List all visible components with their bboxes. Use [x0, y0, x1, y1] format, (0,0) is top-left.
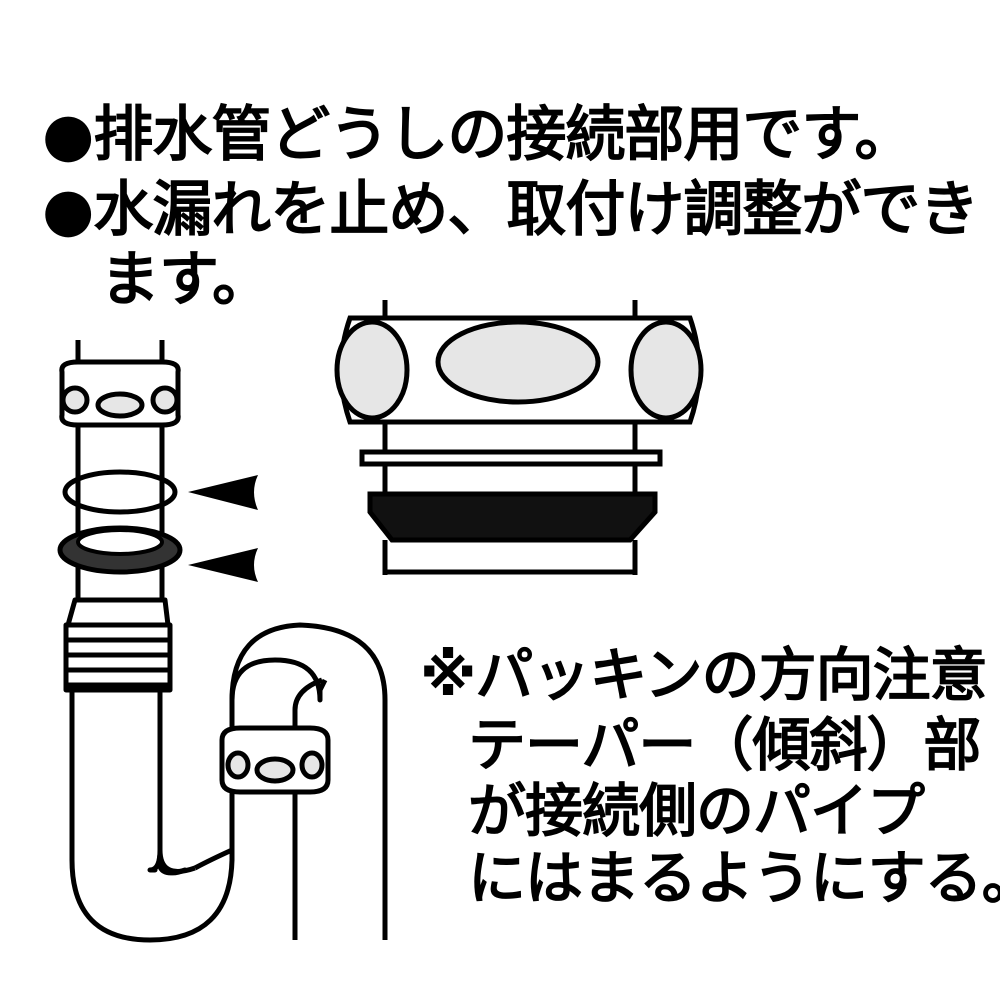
- arrow-washer-icon: [188, 475, 258, 510]
- feature-2-continuation: ます。: [100, 245, 272, 315]
- top-nut: [59, 359, 181, 428]
- bullet: ●: [42, 175, 94, 245]
- note-line-3: が接続側のパイプ: [468, 777, 925, 845]
- washer: [62, 469, 178, 515]
- feature-1-text: 排水管どうしの接続部用です。: [93, 100, 914, 170]
- gasket: [57, 525, 183, 575]
- trap-nut: [219, 725, 331, 795]
- arrow-gasket-icon: [188, 548, 258, 582]
- feature-1: ●排水管どうしの接続部用です。: [42, 100, 914, 170]
- feature-2-text: 水漏れを止め、取付け調整ができ: [93, 175, 979, 245]
- trap-pipe: [69, 657, 323, 943]
- nut-cross-section: [334, 300, 704, 575]
- note-line-1: ※パッキンの方向注意: [420, 641, 988, 709]
- threaded-fitting: [63, 597, 173, 693]
- feature-2: ●水漏れを止め、取付け調整ができ: [42, 175, 979, 245]
- bullet: ●: [42, 100, 94, 170]
- note-line-2: テーパー（傾斜）部: [468, 711, 981, 779]
- note-line-4: にはまるようにする。: [468, 844, 1000, 912]
